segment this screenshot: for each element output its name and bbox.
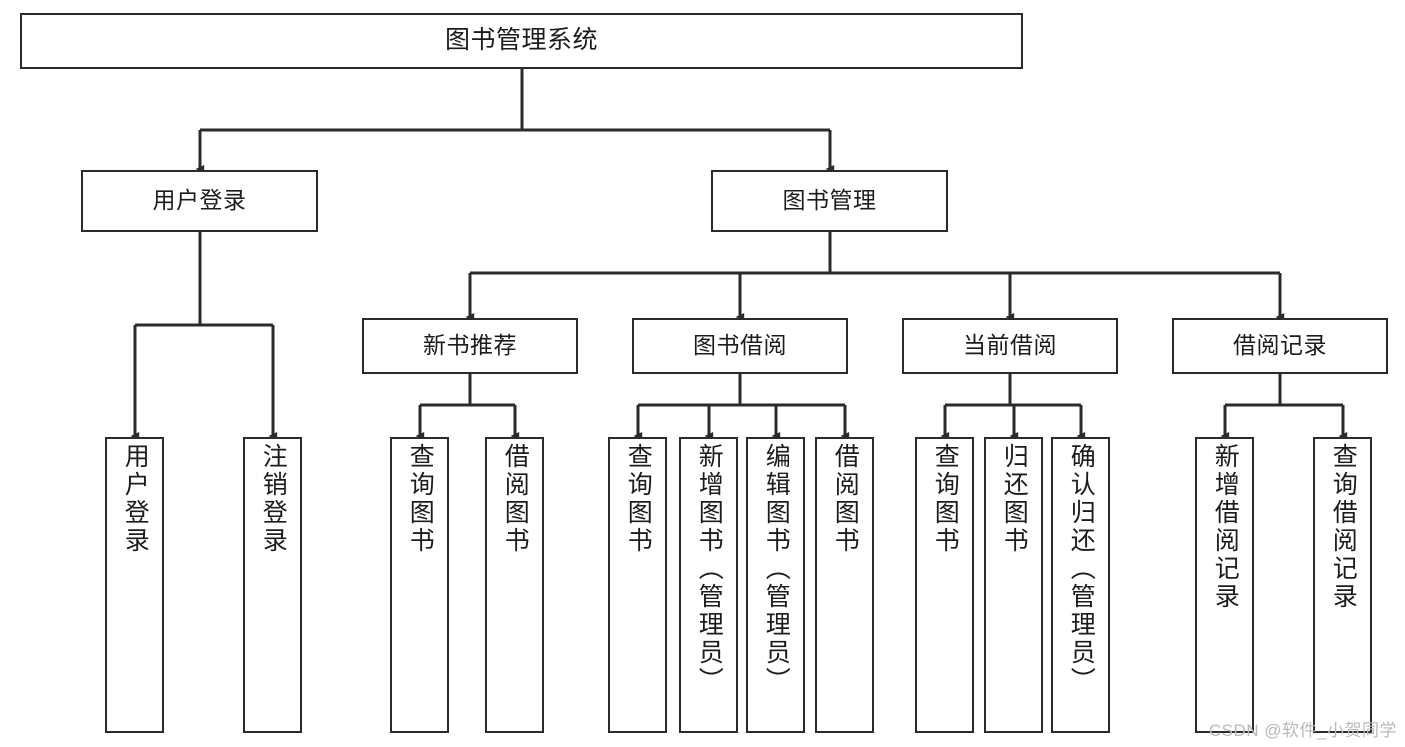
node-l-qbook1[interactable]: 查询图书 <box>390 437 449 733</box>
node-l-addrec[interactable]: 新增借阅记录 <box>1195 437 1254 733</box>
node-l-qbook2[interactable]: 查询图书 <box>608 437 667 733</box>
node-label: 注销登录 <box>259 443 288 555</box>
node-newbook[interactable]: 新书推荐 <box>362 318 578 374</box>
node-label: 当前借阅 <box>963 332 1057 359</box>
node-l-login[interactable]: 用户登录 <box>105 437 164 733</box>
node-label: 图书借阅 <box>693 332 787 359</box>
node-l-confirm[interactable]: 确认归还（管理员） <box>1051 437 1110 733</box>
node-record[interactable]: 借阅记录 <box>1172 318 1388 374</box>
node-l-qbook3[interactable]: 查询图书 <box>915 437 974 733</box>
node-l-bbook1[interactable]: 借阅图书 <box>485 437 544 733</box>
node-l-return[interactable]: 归还图书 <box>984 437 1043 733</box>
node-label: 新增图书（管理员） <box>695 443 724 695</box>
node-label: 归还图书 <box>1000 443 1029 555</box>
node-label: 查询借阅记录 <box>1329 443 1358 611</box>
node-label: 新书推荐 <box>423 332 517 359</box>
node-l-qrec[interactable]: 查询借阅记录 <box>1313 437 1372 733</box>
node-label: 查询图书 <box>406 443 435 555</box>
node-label: 图书管理系统 <box>444 26 598 55</box>
node-label: 确认归还（管理员） <box>1067 443 1096 695</box>
node-label: 编辑图书（管理员） <box>762 443 791 695</box>
node-borrow[interactable]: 图书借阅 <box>632 318 848 374</box>
node-root[interactable]: 图书管理系统 <box>20 13 1023 69</box>
node-l-bbook2[interactable]: 借阅图书 <box>815 437 874 733</box>
node-label: 新增借阅记录 <box>1211 443 1240 611</box>
node-bookmgmt[interactable]: 图书管理 <box>711 170 948 232</box>
node-label: 借阅图书 <box>501 443 530 555</box>
node-label: 图书管理 <box>782 187 877 214</box>
node-label: 查询图书 <box>931 443 960 555</box>
node-current[interactable]: 当前借阅 <box>902 318 1118 374</box>
node-label: 用户登录 <box>152 187 247 214</box>
node-l-addbook[interactable]: 新增图书（管理员） <box>679 437 738 733</box>
node-l-logout[interactable]: 注销登录 <box>243 437 302 733</box>
node-label: 用户登录 <box>121 443 150 555</box>
node-label: 借阅记录 <box>1233 332 1327 359</box>
node-label: 借阅图书 <box>831 443 860 555</box>
node-login[interactable]: 用户登录 <box>81 170 318 232</box>
node-label: 查询图书 <box>624 443 653 555</box>
watermark: CSDN @软件_小贺同学 <box>1208 721 1397 740</box>
node-l-editbook[interactable]: 编辑图书（管理员） <box>746 437 805 733</box>
